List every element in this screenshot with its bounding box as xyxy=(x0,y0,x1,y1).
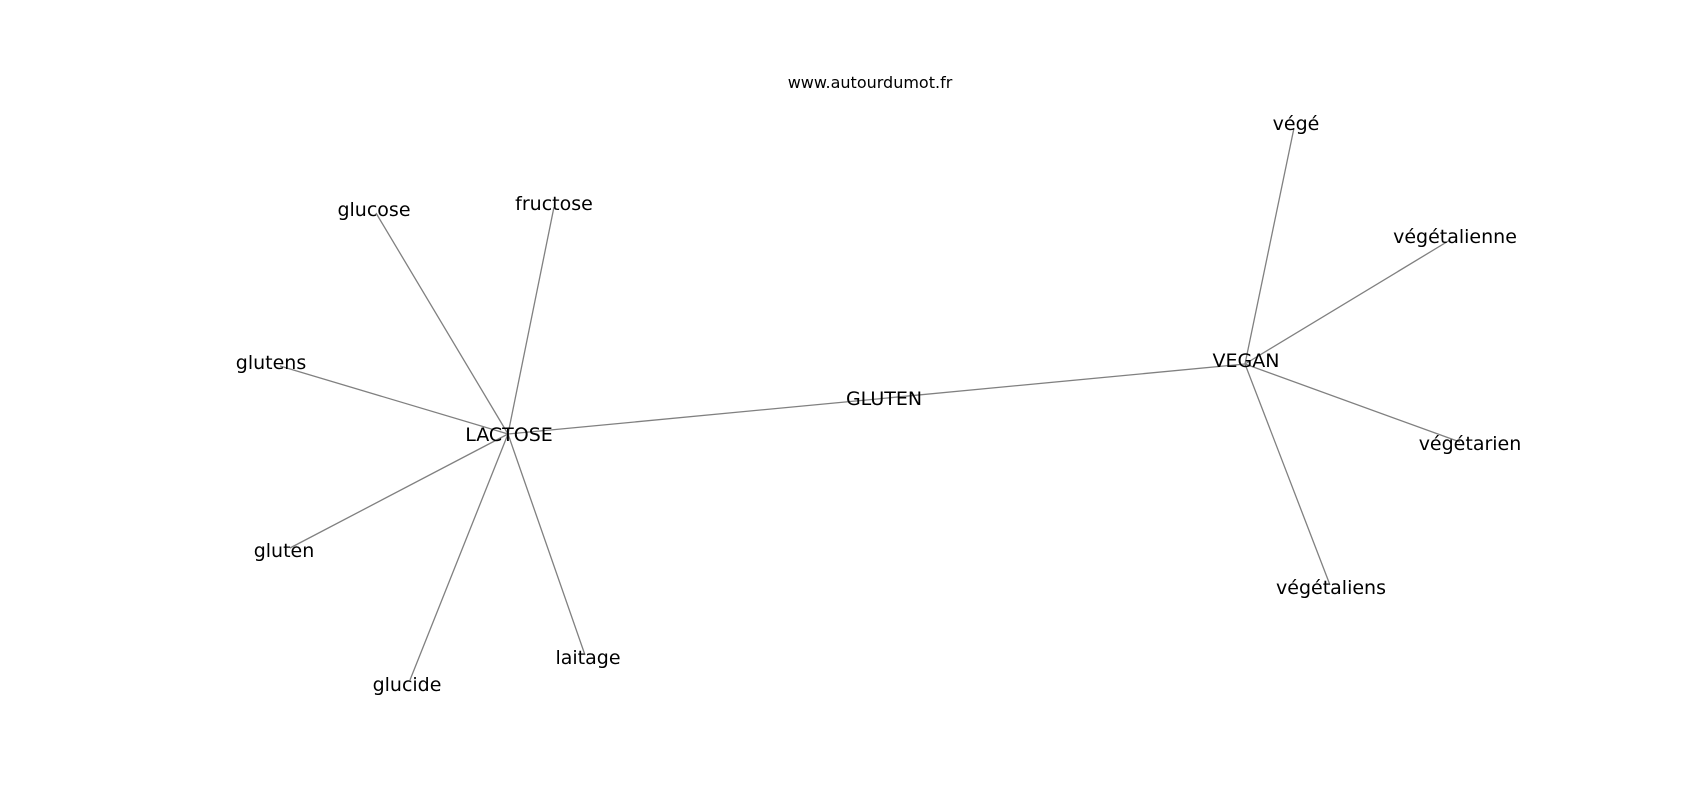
labels-layer: GLUTEN LACTOSE VEGAN glucose fructose glutens… xyxy=(236,113,1522,696)
node-label-gluten: gluten xyxy=(254,540,315,562)
node-label-lactose: LACTOSE xyxy=(465,424,553,446)
node-label-laitage: laitage xyxy=(555,647,620,669)
node-label-glucide: glucide xyxy=(373,674,442,696)
edge-lactose-glucose xyxy=(375,212,509,435)
watermark-text: www.autourdumot.fr xyxy=(788,73,953,92)
node-label-vegetaliens: végétaliens xyxy=(1276,577,1386,599)
node-label-vegan: VEGAN xyxy=(1213,350,1280,372)
node-label-vegetalienne: végétalienne xyxy=(1393,226,1517,248)
node-label-vege: végé xyxy=(1273,113,1320,135)
edges-layer xyxy=(279,127,1461,681)
edge-lactose-laitage xyxy=(507,433,586,656)
edge-lactose-fructose xyxy=(507,206,555,435)
edge-lactose-vegan xyxy=(507,363,1246,435)
edge-vegan-vegetaliens xyxy=(1244,363,1331,586)
node-label-glutens: glutens xyxy=(236,352,306,374)
node-label-glucose: glucose xyxy=(337,199,410,221)
node-label-gluten_center: GLUTEN xyxy=(846,388,922,410)
edge-lactose-gluten xyxy=(289,433,509,549)
edge-vegan-vegetalienne xyxy=(1244,239,1451,365)
node-label-fructose: fructose xyxy=(515,193,593,215)
edge-vegan-vege xyxy=(1244,127,1295,365)
edge-lactose-glucide xyxy=(409,433,509,681)
node-label-vegetarien: végétarien xyxy=(1419,433,1522,455)
edge-vegan-vegetarien xyxy=(1244,363,1461,443)
edge-lactose-glutens xyxy=(279,365,509,435)
